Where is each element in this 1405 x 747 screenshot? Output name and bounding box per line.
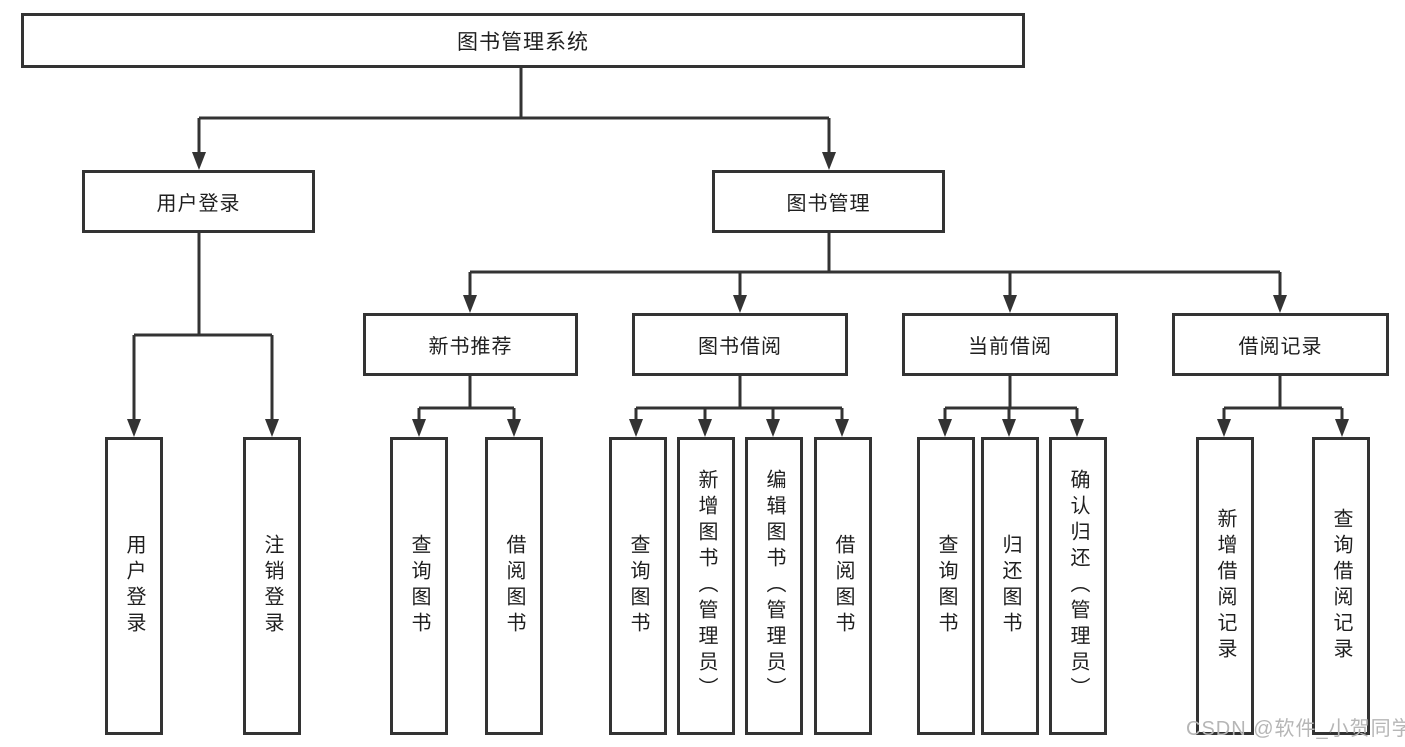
leaf-query-borrow-record-label: 查询借阅记录 [1330,508,1352,664]
leaf-edit-book-admin: 编辑图书（管理员） [745,437,803,735]
node-book-management: 图书管理 [712,170,945,233]
leaf-query-book-current-label: 查询图书 [935,534,957,638]
node-user-login-label: 用户登录 [156,193,241,215]
node-root-label: 图书管理系统 [457,30,589,54]
connectors-book-management [463,233,1287,313]
node-new-book-recommend: 新书推荐 [363,313,578,376]
node-book-borrow: 图书借阅 [632,313,848,376]
leaf-query-book-borrow-label: 查询图书 [627,534,649,638]
node-current-borrow-label: 当前借阅 [968,336,1052,358]
leaf-borrow-book: 借阅图书 [814,437,872,735]
leaf-borrow-book-recommend: 借阅图书 [485,437,543,735]
connectors-new-book-recommend [412,376,521,437]
leaf-query-book-recommend-label: 查询图书 [408,534,430,638]
leaf-edit-book-admin-label: 编辑图书（管理员） [763,469,785,703]
node-borrow-records: 借阅记录 [1172,313,1389,376]
leaf-confirm-return-admin: 确认归还（管理员） [1049,437,1107,735]
node-book-management-label: 图书管理 [786,193,871,215]
connectors-book-borrow [629,376,849,437]
leaf-user-login: 用户登录 [105,437,163,735]
node-book-borrow-label: 图书借阅 [698,336,782,358]
leaf-return-book: 归还图书 [981,437,1039,735]
leaf-borrow-book-label: 借阅图书 [832,534,854,638]
watermark: CSDN @软件_小贺同学 [1186,718,1405,740]
connectors-root [192,68,836,170]
leaf-logout: 注销登录 [243,437,301,735]
leaf-user-login-label: 用户登录 [123,534,145,638]
leaf-borrow-book-recommend-label: 借阅图书 [503,534,525,638]
leaf-add-borrow-record-label: 新增借阅记录 [1214,508,1236,664]
leaf-return-book-label: 归还图书 [999,534,1021,638]
leaf-query-book-borrow: 查询图书 [609,437,667,735]
connectors-user-login [127,233,279,437]
leaf-add-book-admin: 新增图书（管理员） [677,437,735,735]
node-borrow-records-label: 借阅记录 [1238,336,1323,358]
node-user-login: 用户登录 [82,170,315,233]
node-root-system: 图书管理系统 [21,13,1025,68]
node-new-book-recommend-label: 新书推荐 [428,336,513,358]
leaf-query-borrow-record: 查询借阅记录 [1312,437,1370,735]
leaf-confirm-return-admin-label: 确认归还（管理员） [1067,469,1089,703]
connectors-borrow-records [1217,376,1349,437]
leaf-add-book-admin-label: 新增图书（管理员） [695,469,717,703]
leaf-add-borrow-record: 新增借阅记录 [1196,437,1254,735]
connectors-current-borrow [938,376,1084,437]
leaf-query-book-recommend: 查询图书 [390,437,448,735]
node-current-borrow: 当前借阅 [902,313,1118,376]
leaf-logout-label: 注销登录 [261,534,283,638]
leaf-query-book-current: 查询图书 [917,437,975,735]
